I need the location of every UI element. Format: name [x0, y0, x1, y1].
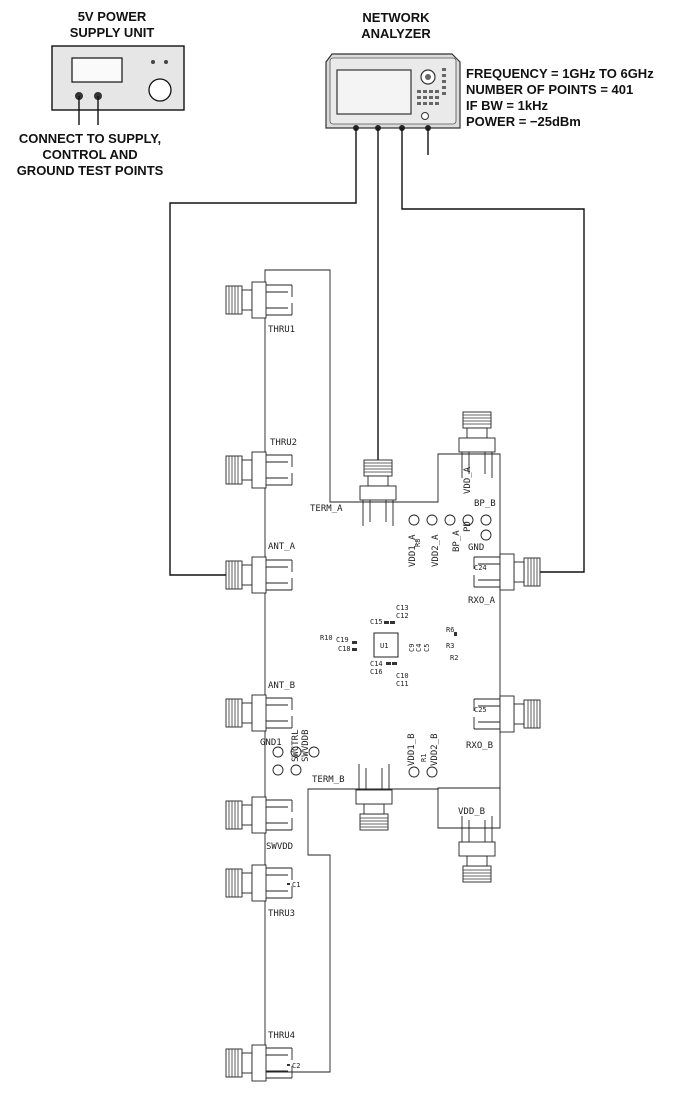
label-swctrl: SWCTRL	[291, 729, 301, 762]
power-supply-icon	[51, 45, 185, 111]
label-c9: C9	[408, 644, 416, 652]
label-c10: C10	[396, 672, 409, 680]
sma-connector-thru2	[225, 451, 293, 489]
analyzer-setting-power: POWER = −25dBm	[466, 114, 581, 129]
power-supply-note-1: CONNECT TO SUPPLY,	[19, 131, 161, 146]
label-r2: R2	[450, 654, 458, 662]
power-supply-title-1: 5V POWER	[78, 9, 147, 24]
label-gnd: GND	[468, 543, 484, 553]
sma-connector-thru3	[225, 864, 293, 902]
sma-connector-thru4	[225, 1044, 293, 1082]
label-vdd1-a: VDD1_A	[408, 534, 418, 567]
label-c11: C11	[396, 680, 409, 688]
label-ant-b: ANT_B	[268, 681, 295, 691]
label-c18: C18	[338, 645, 351, 653]
label-swvdd: SWVDD	[266, 842, 293, 852]
label-ant-a: ANT_A	[268, 542, 296, 552]
label-r1: R1	[420, 754, 428, 762]
sma-connector-term-a	[359, 459, 397, 527]
ic-u1: U1	[373, 632, 399, 658]
sma-connector-thru1	[225, 281, 293, 319]
label-bp-b: BP_B	[474, 499, 496, 509]
analyzer-setting-points: NUMBER OF POINTS = 401	[466, 82, 633, 97]
label-rxo-a: RXO_A	[468, 596, 496, 606]
label-vdd1-b: VDD1_B	[407, 733, 417, 766]
analyzer-setting-frequency: FREQUENCY = 1GHz TO 6GHz	[466, 66, 654, 81]
label-c14: C14	[370, 660, 383, 668]
label-r10: R10	[320, 634, 333, 642]
test-point-pads	[272, 514, 492, 778]
label-bp-a: BP_A	[452, 530, 462, 552]
label-term-a: TERM_A	[310, 504, 343, 514]
label-pd: PD	[463, 521, 473, 532]
label-c2: C2	[292, 1062, 300, 1070]
label-gnd1: GND1	[260, 738, 282, 748]
label-r3: R3	[446, 642, 454, 650]
sma-connector-swvdd	[225, 796, 293, 834]
label-thru4: THRU4	[268, 1031, 295, 1041]
label-vdd2-b: VDD2_B	[430, 733, 440, 766]
label-thru1: THRU1	[268, 325, 295, 335]
network-analyzer-section: NETWORK ANALYZER FREQUENCY = 1GHz TO 6GH…	[325, 10, 654, 131]
label-c19: C19	[336, 636, 349, 644]
label-swvddb: SWVDDB	[301, 729, 311, 762]
analyzer-title-2: ANALYZER	[361, 26, 431, 41]
label-c16: C16	[370, 668, 383, 676]
analyzer-setting-ifbw: IF BW = 1kHz	[466, 98, 548, 113]
power-supply-note-3: GROUND TEST POINTS	[17, 163, 164, 178]
label-u1: U1	[380, 642, 388, 650]
rf-cables	[169, 128, 585, 576]
sma-connector-term-b	[355, 763, 393, 831]
network-analyzer-icon	[325, 53, 461, 131]
cable-rxo-a	[401, 128, 585, 573]
label-r6: R6	[446, 626, 454, 634]
label-c13: C13	[396, 604, 409, 612]
label-c4: C4	[415, 644, 423, 652]
pcb-labels: THRU1 THRU2 ANT_A ANT_B SWVDD THRU3 THRU…	[260, 325, 496, 1070]
sma-connector-ant-b	[225, 694, 293, 732]
label-c25: C25	[474, 706, 487, 714]
label-vdd-b: VDD_B	[458, 807, 485, 817]
power-supply-section: 5V POWER SUPPLY UNIT CONNECT TO SUPPLY, …	[17, 9, 185, 178]
label-thru3: THRU3	[268, 909, 295, 919]
label-vdd-a: VDD_A	[463, 466, 473, 494]
label-thru2: THRU2	[270, 438, 297, 448]
cable-ant-a	[169, 128, 357, 576]
label-vdd2-a: VDD2_A	[431, 534, 441, 567]
label-r8: R8	[414, 539, 422, 547]
label-term-b: TERM_B	[312, 775, 345, 785]
analyzer-title-1: NETWORK	[362, 10, 430, 25]
label-c5: C5	[423, 644, 431, 652]
label-c1: C1	[292, 881, 300, 889]
sma-connector-vdd-b	[458, 815, 496, 883]
label-c24: C24	[474, 564, 487, 572]
power-supply-title-2: SUPPLY UNIT	[70, 25, 155, 40]
power-supply-note-2: CONTROL AND	[42, 147, 137, 162]
sma-connector-rxo-b	[473, 695, 541, 733]
sma-connector-ant-a	[225, 556, 293, 594]
label-c12: C12	[396, 612, 409, 620]
sma-connector-rxo-a	[473, 553, 541, 591]
label-c15: C15	[370, 618, 383, 626]
label-rxo-b: RXO_B	[466, 741, 493, 751]
